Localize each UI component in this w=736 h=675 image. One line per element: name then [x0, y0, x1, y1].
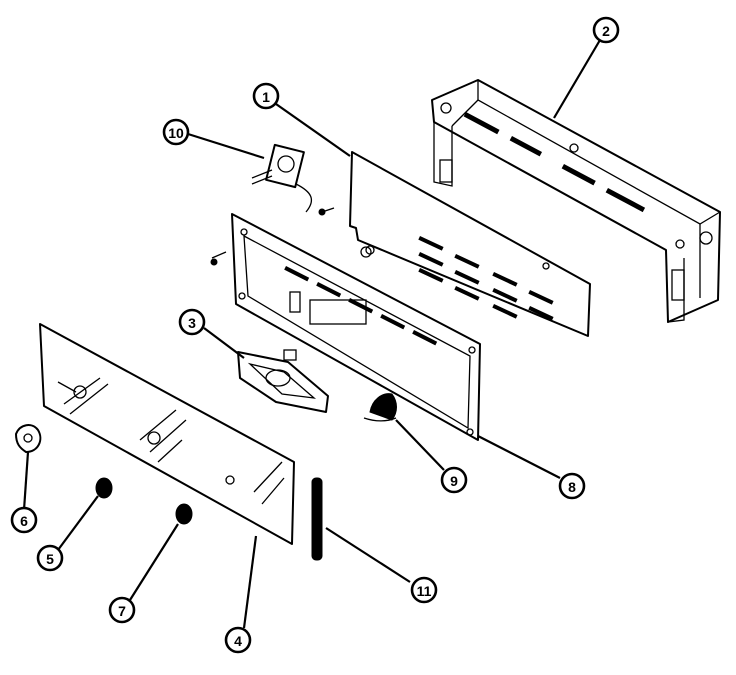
callout-9: 9	[440, 466, 468, 494]
leader-lines	[22, 39, 601, 629]
callout-2-label: 2	[602, 23, 610, 39]
callout-6: 6	[10, 506, 38, 534]
callout-6-label: 6	[20, 513, 28, 529]
callout-9-label: 9	[450, 473, 458, 489]
frame-vents	[284, 266, 438, 346]
callout-11: 11	[410, 576, 438, 604]
callout-10-label: 10	[168, 125, 184, 141]
callout-8-label: 8	[568, 479, 576, 495]
push-button-7-part	[175, 503, 193, 525]
callout-4-label: 4	[234, 633, 242, 649]
timer-motor-part	[251, 143, 313, 213]
switch-bracket-part	[237, 349, 329, 413]
callout-7-label: 7	[118, 603, 126, 619]
control-panel-frame-part	[210, 213, 481, 441]
housing-part	[431, 79, 721, 323]
callout-5-label: 5	[46, 551, 54, 567]
callout-1-label: 1	[262, 89, 270, 105]
glass-panel-part	[39, 323, 295, 545]
callout-4: 4	[224, 626, 252, 654]
small-knob-part	[15, 424, 42, 453]
callout-2: 2	[592, 16, 620, 44]
callout-11-label: 11	[417, 583, 432, 599]
callout-10: 10	[162, 118, 190, 146]
rear-panel-part	[318, 151, 591, 337]
callout-5: 5	[36, 544, 64, 572]
callout-7: 7	[108, 596, 136, 624]
callout-3-label: 3	[188, 315, 196, 331]
callout-3: 3	[178, 308, 206, 336]
callout-8: 8	[558, 472, 586, 500]
rear-panel-vents	[418, 235, 554, 321]
knob-part	[363, 393, 397, 422]
seal-strip-part	[311, 477, 323, 561]
callout-1: 1	[252, 82, 280, 110]
push-button-part	[95, 477, 113, 499]
